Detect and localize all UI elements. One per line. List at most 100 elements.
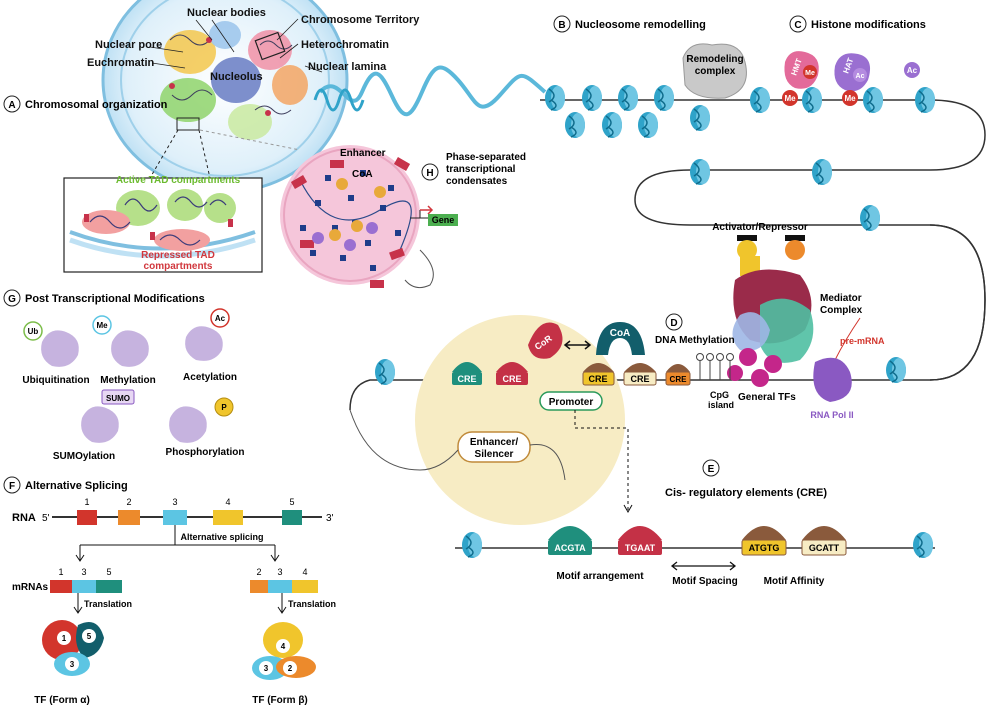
motif-1: ACGTA [554,543,586,553]
nuclear-body-dot [206,37,212,43]
panel-f-letter-badge [3,476,21,494]
cpg-label-2: island [708,400,734,410]
mediator-label-2: Complex [820,305,863,316]
cor-protein [528,322,563,359]
ptm-sumo-label: SUMO [106,394,130,403]
motif-4: GCATT [809,543,840,553]
tad-repressed-blob-1 [82,210,130,234]
enhancer-silencer-box [457,431,531,463]
panel-h-title-1: Phase-separated [446,152,526,163]
label-euchromatin: Euchromatin [87,57,155,69]
panel-a-letter: A [8,100,15,111]
label-repressed-tad-2: compartments [144,261,213,272]
nucleosome [859,204,881,232]
panel-g-letter: G [8,294,16,305]
iso-b-exon-4 [292,580,318,593]
nucleosome [914,86,936,114]
promoter-label: Promoter [549,397,594,408]
iso-b-num-1: 2 [256,567,261,577]
dna-strand-top [540,99,986,226]
iso-a-num-1: 1 [58,567,63,577]
territory-green [160,78,216,122]
condensate-coactivators [312,178,386,251]
panel-a-letter-badge [3,95,21,113]
rna-pol-ii [813,357,852,402]
gene-box [428,214,458,226]
panel-f-letter: F [9,481,15,492]
cpg-label-1: CpG [710,390,729,400]
enhancer-silencer-2: Silencer [475,449,514,460]
iso-b-exon-2 [250,580,268,593]
cre-label-1: CRE [457,374,476,384]
alt-splicing-label: Alternative splicing [180,532,263,542]
mark-me-2: Me [844,94,856,103]
panel-d-letter-badge [665,313,683,331]
transcription-machinery: Activator/Repressor Mediator Complex pre… [349,222,986,525]
condensate-coa-label: CoA [352,169,373,180]
hmt-enzyme: HMT Me Me [782,51,819,106]
prot-a-3: 3 [70,660,75,669]
ptm-phosphorylation-label: Phosphorylation [166,447,245,458]
nucleosome [689,158,711,186]
ptm-acetylation: Ac Acetylation [183,308,237,383]
nucleus-lamina [120,0,330,177]
label-repressed-tad-1: Repressed TAD [141,250,215,261]
panel-e-cre: E Cis- regulatory elements (CRE) ACGTA T… [455,459,935,587]
promoter-box [539,391,603,411]
iso-a-exon-1 [50,580,72,593]
protein-form-b: 4 3 2 [252,622,316,680]
exon-5-num: 5 [289,497,294,507]
exon-1 [77,510,97,525]
cre-label-3: CRE [588,374,607,384]
territory-orange [272,65,308,105]
motif-spacing-label: Motif Spacing [672,576,738,587]
label-nuclear-bodies: Nuclear bodies [187,7,266,19]
panel-b-letter: B [558,20,565,31]
territory-box [254,31,286,61]
mrnas-label: mRNAs [12,582,49,593]
nucleosome [653,84,675,112]
motif-affinity-label: Motif Affinity [764,576,825,587]
panel-h-letter-badge [421,163,439,181]
exon-4-num: 4 [225,497,230,507]
ptm-p-label: P [221,403,227,412]
tad-repressed-blob-2 [154,229,210,251]
ptm-ubiquitination-label: Ubiquitination [22,375,89,386]
mark-ac: Ac [907,66,918,75]
nucleosome [637,111,659,139]
rna-5-prime: 5' [42,513,50,524]
panel-h-title-2: transcriptional [446,164,516,175]
nucleosome [617,84,639,112]
panel-h-title-3: condensates [446,176,508,187]
panel-h-letter: H [426,168,433,179]
iso-b-num-3: 4 [302,567,307,577]
nucleosome [801,86,823,114]
iso-b-num-2: 3 [277,567,282,577]
nucleosome [564,111,586,139]
ptm-sumoylation: SUMO SUMOylation [53,389,135,462]
remodeling-complex [682,43,747,99]
iso-a-exon-3 [72,580,96,593]
enhancer-silencer-1: Enhancer/ [470,437,519,448]
ptm-phosphorylation: P Phosphorylation [166,397,245,458]
panel-f-title: Alternative Splicing [25,480,128,492]
panel-d-title: DNA Methylation [655,335,735,346]
nucleosome [601,111,623,139]
prot-a-1: 1 [62,634,67,643]
panel-c-letter-badge [789,15,807,33]
panel-b-title: Nucleosome remodelling [575,19,706,31]
cre-label-5: CRE [670,375,688,384]
hmt-me-label: Me [805,70,815,77]
remodeling-label-2: complex [695,66,736,77]
ptm-ubiquitination: Ub Ubiquitination [22,321,90,386]
promoter-halo [415,315,625,525]
iso-a-exon-5 [96,580,122,593]
condensate-red-bars [290,157,411,288]
panel-g-title: Post Transcriptional Modifications [25,293,205,305]
cre-label-4: CRE [630,374,649,384]
gene-label: Gene [432,215,455,225]
mediator-label-1: Mediator [820,293,862,304]
pre-mrna-label: pre-mRNA [840,336,885,346]
panels-b-c: Remodeling complex HMT Me Me HAT Ac Me A… [540,15,986,232]
